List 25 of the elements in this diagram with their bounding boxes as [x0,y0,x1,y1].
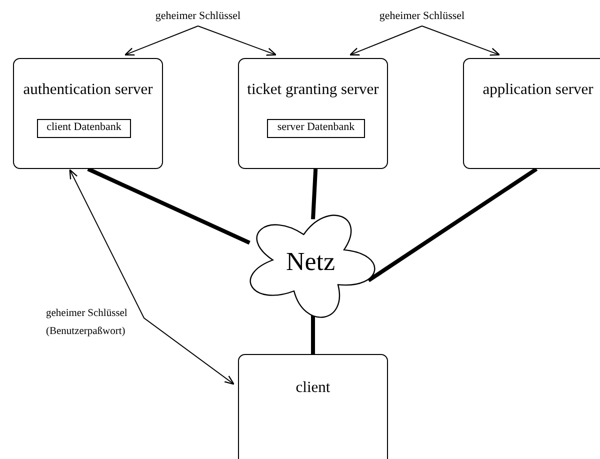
node-label: client Datenbank [46,121,122,133]
arrow [124,26,198,56]
server-box [13,58,163,169]
node-label: authentication server [22,81,154,99]
node-label: ticket granting server [246,81,380,99]
node-label: Netz [284,247,336,277]
arrow [69,169,234,385]
network-link [311,168,318,220]
key-label: geheimer Schlüssel [378,10,466,22]
node-label: client [294,379,332,397]
server-box [463,58,600,169]
network-link [311,314,315,354]
arrow [422,26,500,56]
arrow [350,26,422,56]
server-box [238,354,388,459]
database-box [267,119,365,138]
edge-label: geheimer Schlüssel (Benutzerpaßwort) [46,307,128,339]
node-label: application server [482,81,594,99]
network-link [87,167,250,245]
node-label: server Datenbank [276,121,356,133]
server-box [238,58,388,169]
network-link [367,167,538,282]
database-box [37,119,131,138]
arrow [198,26,276,56]
key-label: geheimer Schlüssel [154,10,242,22]
